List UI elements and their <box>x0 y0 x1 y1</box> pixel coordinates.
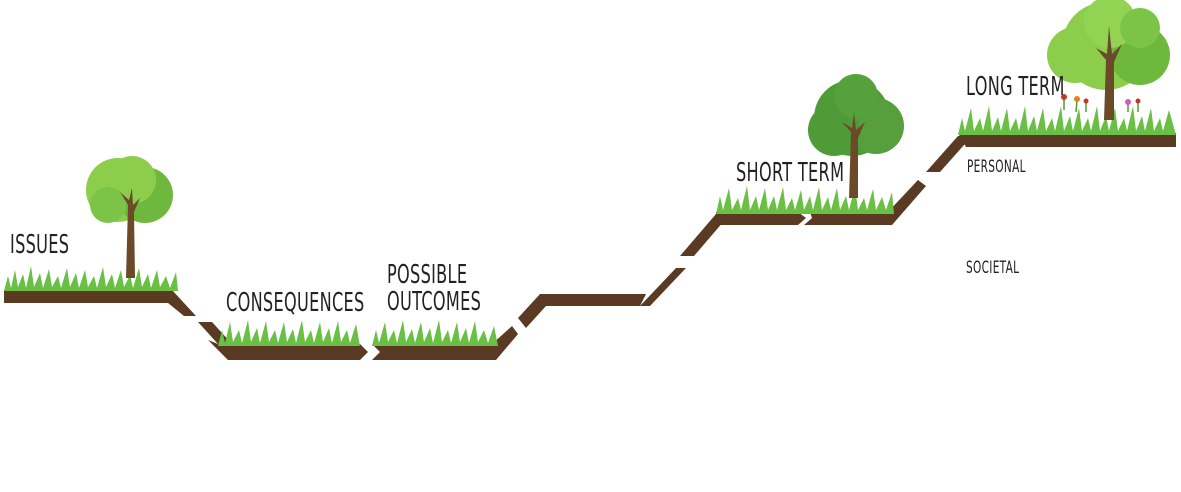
possible-outcomes-label: POSSIBLE OUTCOMES <box>387 260 482 318</box>
grass-outcomes <box>372 320 498 346</box>
soil-short-term-platform <box>716 212 806 225</box>
flower-icon <box>1061 94 1141 113</box>
tree-short-term <box>808 74 904 198</box>
consequences-label: CONSEQUENCES <box>226 288 365 318</box>
soil-issues-platform <box>4 290 196 316</box>
issues-label: ISSUES <box>10 230 70 260</box>
tree-issues <box>86 156 173 278</box>
tree-icon <box>86 0 1170 278</box>
soil-outcomes-platform <box>372 326 518 360</box>
grass-long-term <box>958 106 1176 135</box>
possible-outcomes-line2: OUTCOMES <box>387 287 482 318</box>
soil-riser-1 <box>518 294 646 328</box>
societal-label: SOCIETAL <box>966 258 1020 278</box>
grass-icon <box>4 106 1176 346</box>
grass-issues <box>4 266 178 291</box>
grass-consequences <box>218 320 360 346</box>
soil-climb-3 <box>926 136 972 172</box>
possible-outcomes-line1: POSSIBLE <box>387 260 468 290</box>
personal-label: PERSONAL <box>967 157 1026 177</box>
grass-short-term <box>716 186 894 214</box>
soil-climb-1 <box>640 268 686 306</box>
soil-long-term-platform <box>958 133 1176 147</box>
tree-long-term <box>1047 0 1170 120</box>
short-term-label: SHORT TERM <box>736 158 845 188</box>
long-term-label: LONG TERM <box>966 72 1065 102</box>
